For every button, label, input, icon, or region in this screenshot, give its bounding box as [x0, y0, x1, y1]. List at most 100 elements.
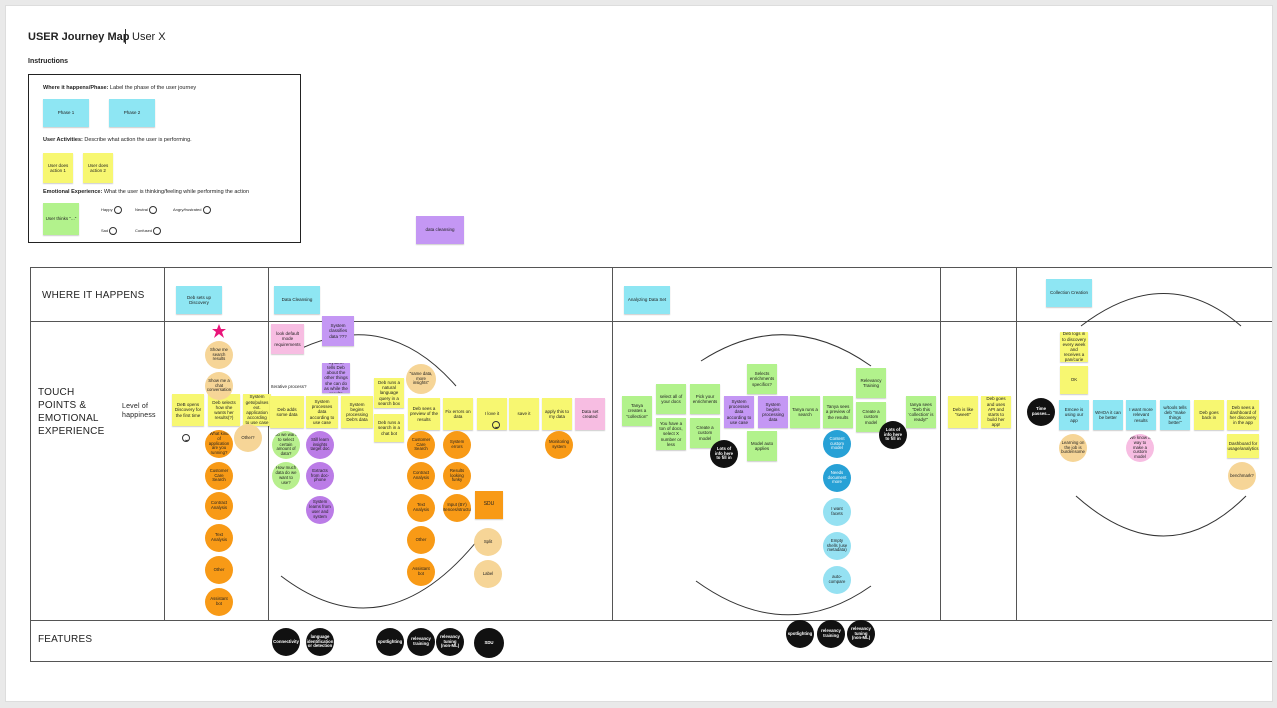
user-thinks-sticky: User thinks "..." [43, 203, 79, 235]
sticky-note: Deb selects how she wants her results(?) [208, 394, 240, 426]
user-name: User X [132, 31, 166, 43]
circle-note: Empty shells (use metadata) [823, 532, 851, 560]
circle-note: System errors [443, 431, 471, 459]
grid-col-line-3 [612, 267, 613, 621]
circle-note: Split [474, 528, 502, 556]
circle-note: Customer Care Search [407, 431, 435, 459]
circle-note: auto-compare [823, 566, 851, 594]
sticky-note: Analyzing Data Set [624, 286, 670, 314]
phase-instruction: Where it happens/Phase: Label the phase … [43, 85, 197, 91]
sticky-note: data cleansing [416, 216, 464, 244]
sticky-note: tanya sees "Deb this 'collection' is rea… [906, 396, 936, 428]
iterative-label: Iterative process? [271, 384, 307, 389]
circle-note: We know a way to make a custom model [1126, 434, 1154, 462]
sticky-note: I love it [477, 398, 507, 430]
sticky-note: WHOA it can be better [1093, 400, 1123, 430]
circle-note: Still learn insights target doc [306, 431, 334, 459]
happy-face-icon [492, 420, 501, 429]
circle-note: Time passes... [1027, 398, 1055, 426]
sdu-sticky: SDU [475, 491, 503, 519]
sticky-note: System begins processing data [758, 396, 788, 428]
confused-label: Confused [135, 227, 162, 235]
happiness-label: Level of happiness [122, 403, 156, 419]
sticky-note: Tanya sees a preview of the results [823, 396, 853, 428]
circle-note: System learns from user and system [306, 496, 334, 524]
circle-note: Learning on the job is burdensome [1059, 434, 1087, 462]
sticky-note: apply this to my data [542, 398, 572, 430]
sticky-note: System gets/pulses ext. application acco… [243, 394, 271, 426]
grid-left-line [30, 267, 31, 661]
circle-note: Lots of info here to fill in [879, 421, 907, 449]
grid-col-line-5 [1016, 267, 1017, 621]
sticky-note: Deb goes back in [1194, 400, 1224, 430]
circle-note: Customer Care Search [205, 462, 233, 490]
activities-instruction: User Activities: Describe what action th… [43, 137, 192, 143]
sticky-note: System classifies data ??? [322, 316, 354, 346]
feature-circle: Connectivity [272, 628, 300, 656]
sticky-note: Data set created [575, 398, 605, 430]
circle-note: Contract Analysis [407, 462, 435, 490]
circle-note: Contract Analysis [205, 492, 233, 520]
journey-arcs [280, 293, 1247, 616]
grid-where-bottom-line [30, 321, 1272, 322]
sticky-note: Collection Creation [1046, 279, 1092, 307]
sticky-note: Deb sets up Discovery [176, 286, 222, 314]
circle-note: How much data do we want to use? [272, 462, 300, 490]
where-row-label: WHERE IT HAPPENS [42, 290, 145, 301]
sticky-note: I want more relevant results [1126, 400, 1156, 430]
sticky-note: look default mode requirements [271, 324, 304, 354]
happy-label: Happy [101, 206, 122, 214]
touch-row-label: TOUCH POINTS & EMOTIONAL EXPERIENCE [38, 387, 105, 437]
circle-note: Assistant bot [205, 588, 233, 616]
board-title: USER Journey Map [28, 31, 130, 43]
angry-label: Angry/frustrated [173, 206, 211, 214]
sticky-note: Relevancy Training [856, 368, 886, 398]
action1-sticky: User does action 1 [43, 153, 73, 183]
sticky-note: You have a ton of docs, select X number … [656, 418, 686, 450]
circle-note: Monitoring system [545, 431, 573, 459]
circle-note: Show me a chat conversation [205, 372, 233, 400]
feature-circle: SDU [474, 628, 504, 658]
sticky-note: Deb adds some data [270, 396, 304, 428]
feature-circle: relevancy training [817, 620, 845, 648]
sticky-note: Pick your enrichments [690, 384, 720, 414]
angry-face-icon [202, 206, 211, 214]
sad-face-icon [109, 227, 118, 235]
phase2-sticky: Phase 2 [109, 99, 155, 127]
sticky-note: Deb is like "sweet!" [948, 396, 978, 428]
features-row-label: FEATURES [38, 634, 93, 645]
feature-circle: relevancy training [407, 628, 435, 656]
sticky-note: Tanya creates a "collection" [622, 396, 652, 426]
circle-note: Results looking funky [443, 462, 471, 490]
circle-note: What kind of application are you running… [205, 430, 233, 458]
circle-note: Text Analysis [407, 494, 435, 522]
feature-circle: spotlighting [376, 628, 404, 656]
sticky-note: select all of your docs [656, 384, 686, 414]
feature-circle: relevancy tuning (non-ML) [436, 628, 464, 656]
sticky-note: Deb logs in to discovery every week and … [1060, 332, 1088, 362]
sticky-note: DeB opens Discovery for the first time [172, 394, 204, 426]
instructions-heading: Instructions [28, 58, 69, 65]
grid-features-bottom-line [30, 661, 1272, 662]
grid-col-line-4 [940, 267, 941, 621]
grid-top-line [30, 267, 1272, 268]
sticky-note: save it [509, 398, 539, 430]
circle-note: Other [205, 556, 233, 584]
sticky-note: OK [1060, 366, 1088, 394]
circle-note: "same data, more insights" [406, 364, 436, 394]
grid-touch-bottom-line [30, 620, 1272, 621]
circle-note: Input (BY) sentences/structures [443, 494, 471, 522]
sticky-note: Deb runs a natural language query in a s… [374, 378, 404, 408]
sticky-note: Fix errors on data [443, 398, 473, 430]
circle-note: Assistant bot [407, 558, 435, 586]
legend-box: Where it happens/Phase: Label the phase … [28, 74, 301, 243]
circle-note: I want facets [823, 498, 851, 526]
sticky-note: Data Cleansing [274, 286, 320, 314]
happy-face-icon [182, 433, 190, 442]
grid-col-line-1 [164, 267, 165, 621]
circle-note: Label [474, 560, 502, 588]
circle-note: Extracts from doc-phone [306, 462, 334, 490]
emotion-instruction: Emotional Experience: What the user is t… [43, 189, 250, 195]
neutral-label: Neutral [135, 206, 158, 214]
confused-face-icon [153, 227, 162, 235]
